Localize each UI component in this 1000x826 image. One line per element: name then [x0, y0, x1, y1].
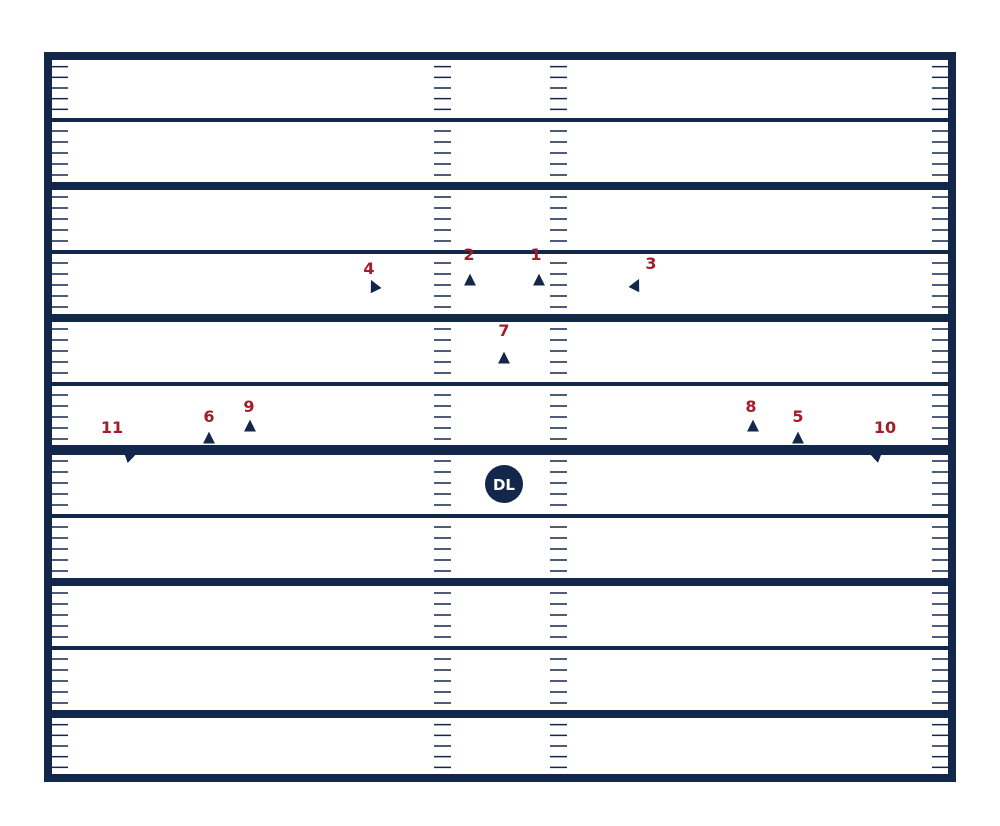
route-1-label: 1 [530, 245, 541, 264]
route-10-label: 10 [874, 418, 896, 437]
stance-lines [491, 500, 516, 590]
route-2-label: 2 [463, 245, 474, 264]
field-border [44, 52, 956, 782]
field-lines [44, 52, 956, 782]
route-3-label: 3 [645, 254, 656, 273]
route-7-label: 7 [498, 321, 509, 340]
route-6-label: 6 [203, 407, 214, 426]
sideline-ticks [52, 65, 948, 769]
route-4-label: 4 [363, 259, 374, 278]
route-8-line [747, 419, 759, 432]
route-9-label: 9 [243, 397, 254, 416]
hash-marks [434, 65, 567, 769]
player-label: DL [493, 476, 515, 494]
route-10-line [869, 450, 883, 463]
defensive-lineman: DL [485, 465, 523, 503]
route-11-label: 11 [101, 418, 123, 437]
route-labels: 1 2 3 4 5 6 7 8 9 10 11 [101, 245, 896, 437]
route-8-label: 8 [745, 397, 756, 416]
player-circle [485, 465, 523, 503]
route-5-label: 5 [792, 407, 803, 426]
route-11-line [123, 450, 137, 463]
